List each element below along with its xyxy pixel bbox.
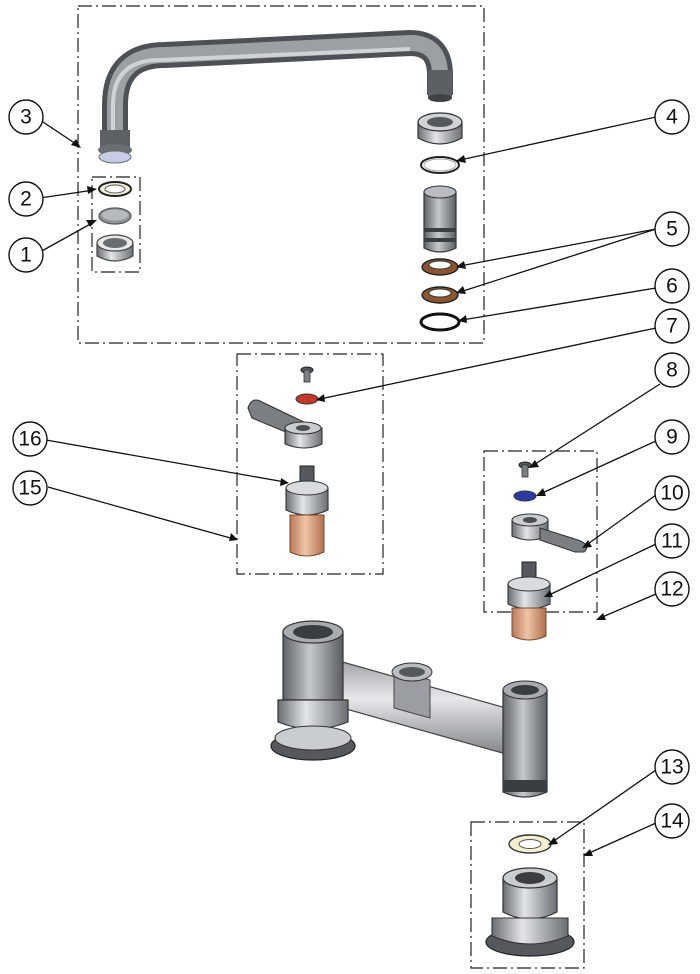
callout-9: 9 (654, 419, 690, 455)
right-cartridge (507, 561, 551, 641)
callout-label: 1 (20, 244, 32, 267)
left-screw (300, 366, 314, 383)
callout-label: 12 (660, 578, 683, 601)
callout-label: 3 (20, 106, 32, 129)
spout-nut (417, 112, 463, 145)
left-red-index-button (295, 393, 319, 405)
aerator-screen (98, 207, 132, 225)
swing-spout (98, 30, 453, 164)
callout-label: 16 (18, 428, 41, 451)
callout-4: 4 (654, 99, 690, 135)
callout-5: 5 (654, 211, 690, 247)
left-lever-handle (247, 399, 323, 449)
callout-13: 13 (654, 749, 690, 785)
callout-label: 10 (660, 482, 683, 505)
aerator-washer (98, 181, 132, 197)
left-cartridge (285, 465, 329, 557)
callout-7: 7 (654, 308, 690, 344)
callout-3: 3 (8, 99, 44, 135)
callout-label: 11 (661, 530, 683, 553)
callout-12: 12 (654, 571, 690, 607)
callout-label: 2 (20, 188, 32, 211)
supply-washer (508, 834, 552, 854)
callout-label: 6 (666, 275, 678, 298)
left-handle-group-box (236, 353, 384, 575)
callout-15: 15 (12, 470, 48, 506)
group-boxes (77, 5, 598, 969)
o-ring-lower (421, 286, 459, 304)
callout-label: 13 (660, 756, 683, 779)
callout-label: 9 (666, 426, 678, 449)
callout-11: 11 (654, 523, 690, 559)
aerator-housing (96, 234, 134, 262)
right-screw (518, 461, 532, 478)
callout-label: 15 (18, 477, 41, 500)
callout-2: 2 (8, 181, 44, 217)
callout-6: 6 (654, 268, 690, 304)
leader-lines (39, 116, 661, 856)
spout-adapter (423, 185, 457, 253)
spout-ring-6 (419, 312, 461, 332)
supply-nut-flange (485, 867, 575, 957)
supply-group-box (470, 821, 585, 969)
callout-10: 10 (654, 475, 690, 511)
right-handle-group-box (483, 450, 598, 613)
callout-label: 5 (666, 218, 678, 241)
callout-16: 16 (12, 421, 48, 457)
callout-8: 8 (654, 352, 690, 388)
callout-label: 7 (666, 315, 678, 338)
spout-ring-4 (420, 156, 460, 174)
o-ring-upper (421, 258, 459, 276)
callout-label: 8 (666, 359, 678, 382)
callout-1: 1 (8, 237, 44, 273)
callout-label: 4 (666, 106, 678, 129)
callout-label: 14 (660, 810, 684, 833)
right-lever-handle (511, 513, 588, 553)
aerator-group-box (91, 176, 141, 273)
faucet-body (270, 620, 548, 798)
right-blue-index-button (513, 490, 537, 502)
callout-14: 14 (654, 803, 690, 839)
